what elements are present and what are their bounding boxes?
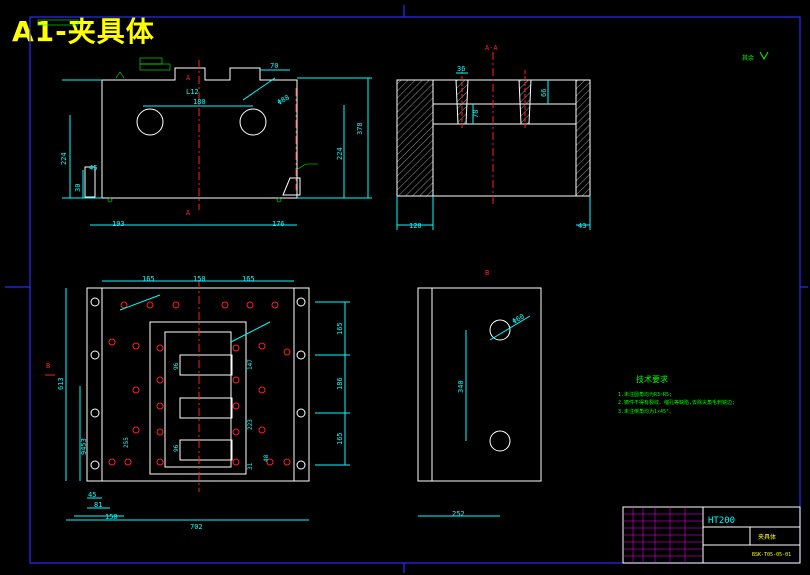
notes-heading: 技术要求 [636,374,668,384]
roughness-note: 其余 [742,54,754,62]
dim-96-a: 96 [173,362,180,370]
dim-193: 193 [112,220,125,228]
plan-view: 165 150 165 702 613 165 186 165 45 81 15… [45,275,350,531]
dim-252: 252 [452,510,465,518]
dim-224-right: 224 [336,147,344,160]
dim-45-bottom: 45 [88,491,96,499]
dim-78: 78 [472,110,480,118]
dim-31: 31 [247,462,254,470]
view-label-b: B [485,269,489,277]
dim-81-bottom: 81 [94,501,102,509]
dim-70: 70 [270,62,278,70]
dim-43: 43 [578,222,586,230]
dim-l12: L12 [186,88,199,96]
title-block: HT200 夹具体 BSK-T05-05-01 [622,506,801,564]
dim-613: 613 [57,377,65,390]
view-b: B 252 340 Φ60 [417,269,542,518]
dim-36: 36 [457,65,465,73]
dim-phi60: Φ60 [511,312,526,325]
dim-165-right-2: 165 [336,432,344,445]
material-label: HT200 [708,516,735,526]
dim-150-bottom: 150 [105,513,118,521]
note-3: 3.未注倒角均为1×45°。 [618,408,674,415]
dim-340: 340 [457,380,465,393]
dim-165-top-right: 165 [242,275,255,283]
section-label-aa: A-A [485,44,498,52]
part-name: 夹具体 [758,533,776,541]
roughness-icon [759,51,769,61]
dim-147: 147 [247,359,254,370]
dim-186-right: 186 [336,377,344,390]
dim-165-right-1: 165 [336,322,344,335]
dim-378: 378 [356,122,364,135]
dim-96-b: 96 [173,444,180,452]
dim-180: 180 [193,98,206,106]
dim-phi88: Φ88 [276,93,291,106]
dim-9453: 9453 [80,438,88,455]
dim-224-left: 224 [60,152,68,165]
dim-120: 120 [409,222,422,230]
cut-label-a-bottom: A [186,209,191,217]
drawing-number: BSK-T05-05-01 [752,552,791,558]
front-view: 193 176 180 L12 70 378 224 224 45 30 Φ88… [37,19,372,228]
dim-48: 48 [263,454,270,462]
drawing-title: A1-夹具体 [12,15,155,48]
dim-255: 255 [123,437,130,448]
note-1: 1.未注圆角均为R3~R5; [618,391,672,398]
dim-223: 223 [247,419,254,430]
section-aa-view: A-A 120 36 66 78 43 其余 [396,44,769,230]
technical-notes: 技术要求 1.未注圆角均为R3~R5; 2.铸件不得有裂纹、缩孔等缺陷,去除尖角… [618,374,735,415]
note-2: 2.铸件不得有裂纹、缩孔等缺陷,去除尖角毛刺锐边; [618,399,735,406]
dim-165-top-left: 165 [142,275,155,283]
cut-label-b: B [46,362,50,370]
dim-150-top: 150 [193,275,206,283]
drawing-frame [5,5,808,573]
dim-66: 66 [540,89,548,97]
cut-label-a-top: A [186,74,191,82]
dim-176: 176 [272,220,285,228]
dim-45: 45 [89,164,97,172]
dim-30: 30 [74,184,82,192]
dim-702: 702 [190,523,203,531]
